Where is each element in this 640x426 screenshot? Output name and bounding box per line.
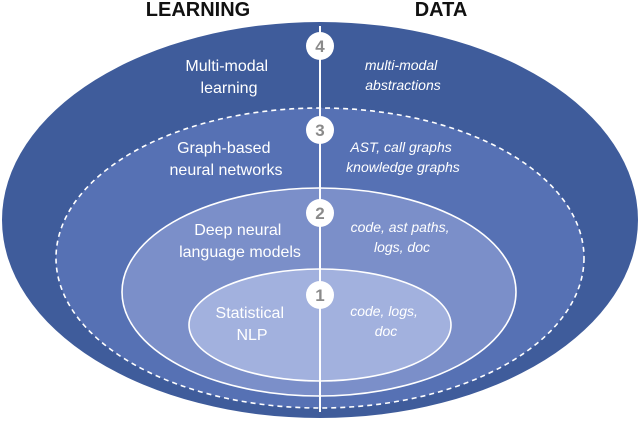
level-4-number: 4	[315, 37, 325, 56]
level-3-data-label: AST, call graphs knowledge graphs	[346, 139, 460, 175]
level-1-badge: 1	[306, 281, 334, 309]
level-3-number: 3	[315, 121, 324, 140]
level-4-data-label: multi-modal abstractions	[365, 57, 441, 93]
data-header: DATA	[415, 0, 468, 21]
level-2-learning-label: Deep neural language models	[179, 222, 301, 261]
learning-header: LEARNING	[146, 0, 250, 21]
level-1-data-label: code, logs, doc	[350, 303, 422, 339]
level-1-number: 1	[315, 286, 324, 305]
level-2-number: 2	[315, 204, 324, 223]
level-3-badge: 3	[306, 116, 334, 144]
level-2-badge: 2	[306, 199, 334, 227]
level-4-learning-label: Multi-modal learning	[185, 58, 272, 97]
level-3-learning-label: Graph-based neural networks	[170, 140, 283, 179]
level-4-badge: 4	[306, 32, 334, 60]
level-1-learning-label: Statistical NLP	[216, 305, 289, 344]
level-2-data-label: code, ast paths, logs, doc	[351, 219, 454, 255]
